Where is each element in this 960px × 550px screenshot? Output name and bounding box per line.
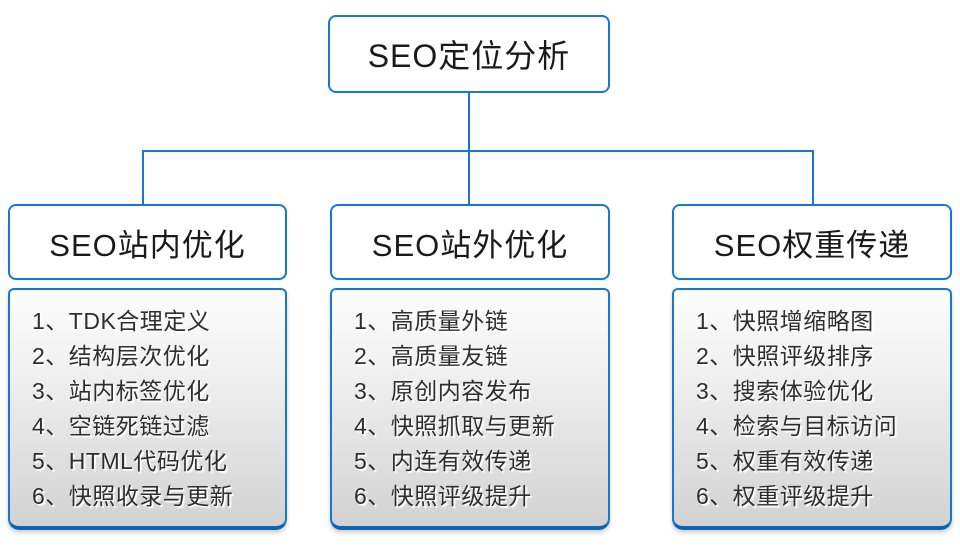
branch-weight-title: SEO权重传递 [713,227,911,263]
list-item: 1、高质量外链 [354,308,509,334]
branch-offsite: SEO站外优化 1、高质量外链 2、高质量友链 3、原创内容发布 4、快照抓取与… [330,204,610,530]
branch-onsite: SEO站内优化 1、TDK合理定义 2、结构层次优化 3、站内标签优化 4、空链… [8,204,287,530]
list-item: 6、快照收录与更新 [32,483,234,509]
list-item: 4、快照抓取与更新 [354,413,556,439]
branch-onsite-header: SEO站内优化 [8,204,287,280]
connector-drop-left [142,150,144,205]
list-item: 1、TDK合理定义 [32,308,211,334]
list-item: 5、HTML代码优化 [32,448,228,474]
list-item: 3、搜索体验优化 [696,378,874,404]
list-item: 2、快照评级排序 [696,343,874,369]
list-item: 6、快照评级提升 [354,483,532,509]
connector-horizontal [142,150,814,152]
branch-weight-header: SEO权重传递 [672,204,952,280]
list-item: 5、内连有效传递 [354,448,532,474]
branch-weight-list: 1、快照增缩略图 2、快照评级排序 3、搜索体验优化 4、检索与目标访问 5、权… [672,288,952,530]
connector-stem [468,93,470,151]
list-item: 4、空链死链过滤 [32,413,210,439]
branch-offsite-list: 1、高质量外链 2、高质量友链 3、原创内容发布 4、快照抓取与更新 5、内连有… [330,288,610,530]
list-item: 6、权重评级提升 [696,483,874,509]
list-item: 2、高质量友链 [354,343,509,369]
connector-drop-center [468,150,470,205]
list-item: 5、权重有效传递 [696,448,874,474]
root-node: SEO定位分析 [328,15,610,93]
branch-offsite-title: SEO站外优化 [371,227,569,263]
branch-weight: SEO权重传递 1、快照增缩略图 2、快照评级排序 3、搜索体验优化 4、检索与… [672,204,952,530]
branch-offsite-header: SEO站外优化 [330,204,610,280]
list-item: 4、检索与目标访问 [696,413,898,439]
list-item: 3、站内标签优化 [32,378,210,404]
list-item: 2、结构层次优化 [32,343,210,369]
connector-drop-right [812,150,814,205]
branch-onsite-title: SEO站内优化 [49,227,246,263]
root-node-label: SEO定位分析 [367,38,571,74]
list-item: 1、快照增缩略图 [696,308,874,334]
branch-onsite-list: 1、TDK合理定义 2、结构层次优化 3、站内标签优化 4、空链死链过滤 5、H… [8,288,287,530]
list-item: 3、原创内容发布 [354,378,532,404]
